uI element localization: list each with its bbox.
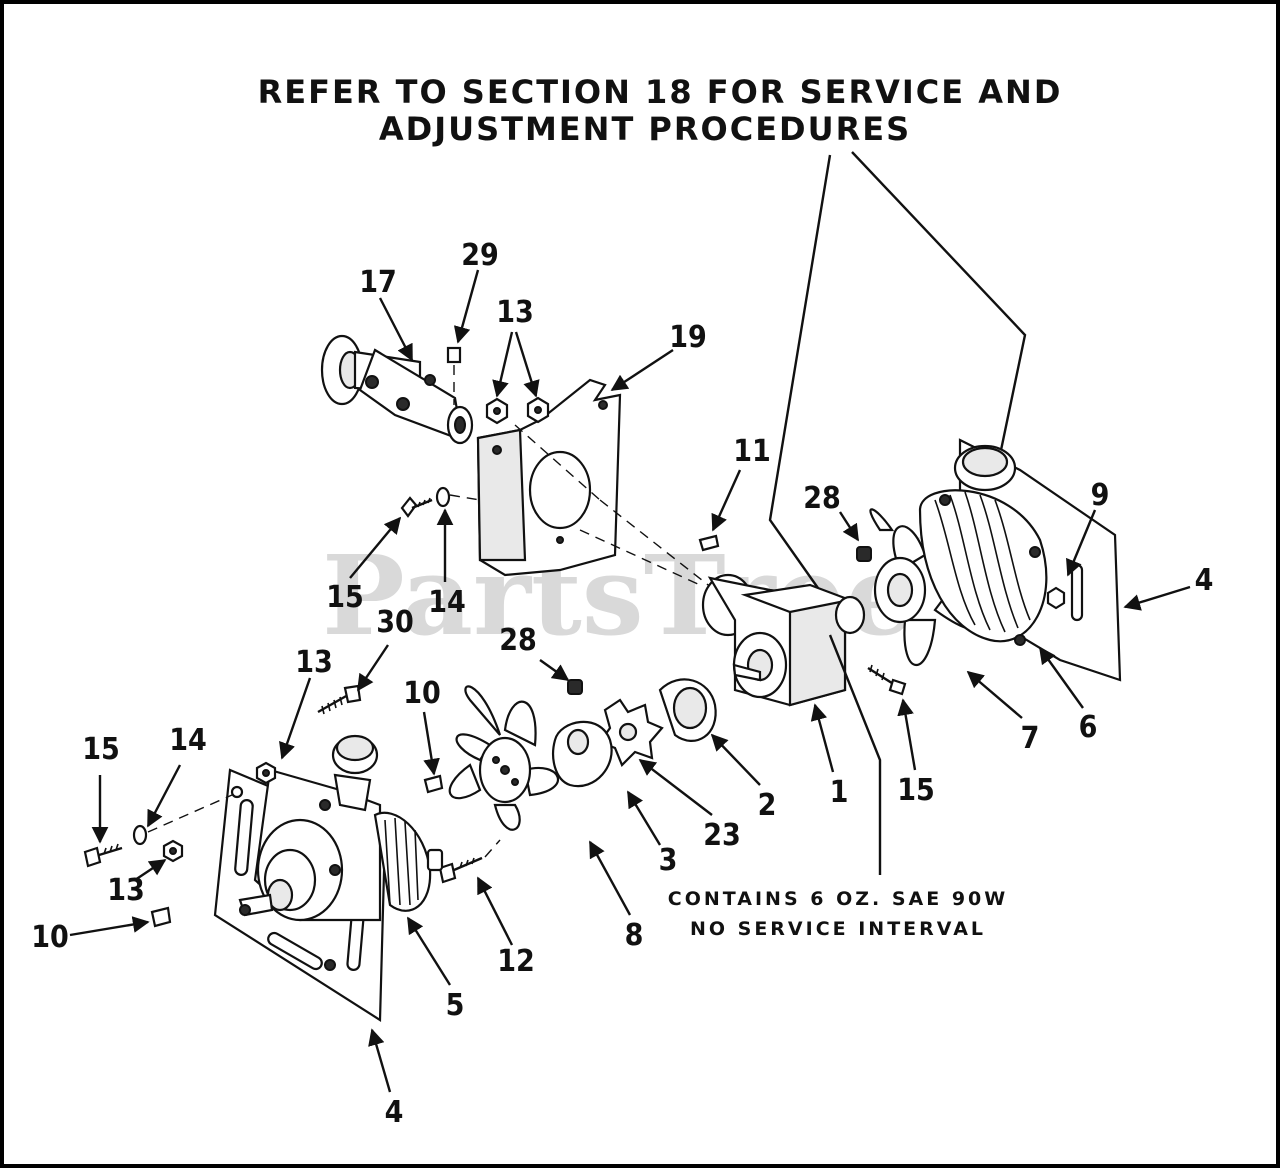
fan-part-8 [448, 685, 560, 831]
setscrew-part-28-left [567, 679, 583, 695]
callout-12: 12 [497, 944, 535, 979]
callout-9: 9 [1091, 478, 1110, 513]
callout-8: 8 [625, 918, 644, 953]
callout-17: 17 [359, 265, 397, 300]
callout-19: 19 [669, 320, 707, 355]
key-part-10-upper [423, 774, 444, 794]
note-leader [828, 634, 882, 875]
bolt-washer-upper [400, 486, 451, 518]
hardware-left [83, 761, 277, 868]
callout-4-left: 4 [385, 1095, 404, 1130]
key-part-10-lower [150, 906, 172, 928]
callout-5: 5 [446, 988, 465, 1023]
screw-part-30 [317, 684, 362, 715]
header-line-1: REFER TO SECTION 18 FOR SERVICE AND [258, 73, 1063, 111]
callout-4-right: 4 [1195, 563, 1214, 598]
gearbox-part-5 [238, 734, 444, 971]
leader-arrows [69, 269, 1191, 1093]
callout-1: 1 [830, 775, 849, 810]
callout-6: 6 [1079, 710, 1098, 745]
callout-30: 30 [376, 605, 414, 640]
callout-10-lower: 10 [31, 920, 69, 955]
callout-13-lower: 13 [107, 873, 145, 908]
callout-29: 29 [461, 238, 499, 273]
lubrication-note-line-1: CONTAINS 6 OZ. SAE 90W [668, 888, 1008, 910]
coupling-part-2 [658, 678, 717, 742]
callout-14-upper: 14 [428, 585, 466, 620]
header-line-2: ADJUSTMENT PROCEDURES [379, 110, 911, 148]
key-part-11 [698, 534, 720, 552]
bolt-part-12 [438, 839, 501, 884]
callout-23: 23 [703, 818, 741, 853]
motor-part-6 [873, 438, 1122, 682]
bolt-part-15-right [867, 664, 907, 696]
callout-28-left: 28 [499, 623, 537, 658]
watermark: PartsTree TM [322, 531, 939, 660]
callout-15-upper: 15 [326, 580, 364, 615]
bracket-part-19 [449, 378, 622, 577]
gearbox-part-1 [701, 573, 866, 707]
callout-labels: 29 17 13 19 11 28 9 4 15 14 30 13 10 28 … [31, 238, 1213, 1130]
callout-2: 2 [758, 788, 777, 823]
callout-15-lower: 15 [82, 732, 120, 767]
callout-11: 11 [733, 434, 771, 469]
lubrication-note-line-2: NO SERVICE INTERVAL [690, 918, 986, 940]
universal-joint-part-17 [320, 334, 474, 445]
header-leaders [768, 151, 1027, 599]
shaft-centerline-2 [579, 529, 701, 586]
setscrew-part-28-right [856, 546, 872, 562]
callout-13-top: 13 [496, 295, 534, 330]
callout-3: 3 [659, 843, 678, 878]
nuts-part-13-top [485, 396, 550, 425]
callout-15-right: 15 [897, 773, 935, 808]
callout-14-lower: 14 [169, 723, 207, 758]
callout-7: 7 [1021, 721, 1040, 756]
callout-10-upper: 10 [403, 676, 441, 711]
callout-28-right: 28 [803, 481, 841, 516]
shaft-centerline [599, 499, 741, 611]
coupling-part-3 [552, 720, 613, 788]
callout-13-left: 13 [295, 645, 333, 680]
